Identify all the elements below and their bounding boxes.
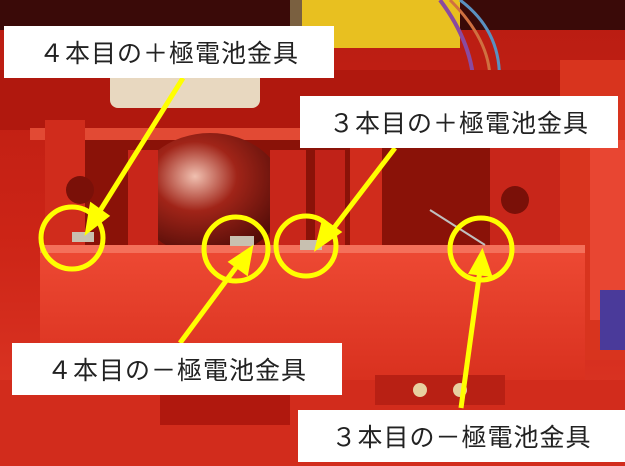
highlight-circle-plus-3 — [273, 213, 339, 279]
arrow-minus-3 — [458, 269, 483, 409]
arrow-plus-4 — [95, 76, 186, 216]
label-4th-minus-terminal: ４本目の－極電池金具 — [12, 343, 342, 395]
highlight-circle-plus-4 — [38, 204, 106, 272]
highlight-circle-minus-4 — [201, 214, 271, 284]
label-4th-plus-terminal: ４本目の＋極電池金具 — [4, 26, 334, 78]
arrow-minus-4 — [177, 260, 243, 345]
label-3rd-minus-terminal: ３本目の－極電池金具 — [298, 410, 625, 462]
arrow-plus-3 — [328, 146, 397, 235]
label-3rd-plus-terminal: ３本目の＋極電池金具 — [300, 96, 618, 148]
lamp-sphere — [135, 133, 285, 257]
